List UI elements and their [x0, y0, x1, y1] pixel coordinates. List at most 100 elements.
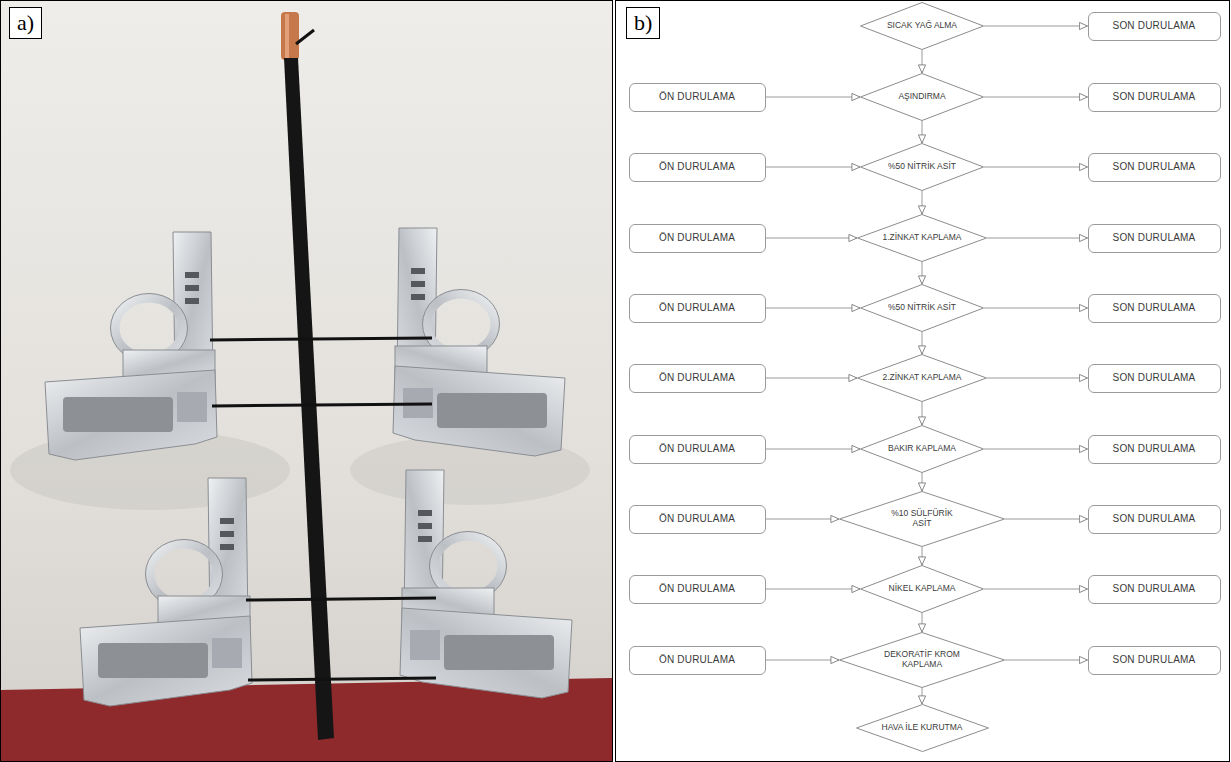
node-text: ÖN DURULAMA	[659, 232, 735, 244]
node-text: NİKEL KAPLAMA	[889, 584, 956, 594]
flow-arrow	[766, 519, 840, 520]
node-text: %50 NİTRİK ASİT	[888, 303, 956, 313]
node-text: AŞINDIRMA	[898, 92, 945, 102]
diamond-shape	[861, 426, 984, 473]
node-text: 1.ZİNKAT KAPLAMA	[882, 233, 961, 243]
process-box: ÖN DURULAMA	[629, 294, 766, 323]
flow-arrow	[984, 308, 1088, 309]
node-text: SON DURULAMA	[1113, 513, 1196, 525]
diamond-shape	[858, 355, 987, 402]
flow-arrow	[922, 50, 923, 73]
process-box: SON DURULAMA	[1088, 505, 1221, 534]
diamond-shape	[861, 566, 984, 613]
node-text: DEKORATİF KROM KAPLAMA	[881, 650, 963, 670]
decision-diamond: HAVA İLE KURUTMA	[856, 704, 989, 752]
node-text: SON DURULAMA	[1113, 232, 1196, 244]
process-box: ÖN DURULAMA	[629, 153, 766, 182]
panel-label: b)	[626, 7, 660, 39]
flow-arrow	[922, 547, 923, 565]
node-text: ÖN DURULAMA	[659, 372, 735, 384]
rack-rod	[284, 58, 334, 740]
decision-diamond: %50 NİTRİK ASİT	[860, 284, 984, 332]
flow-arrow	[1005, 660, 1088, 661]
node-text: SON DURULAMA	[1113, 161, 1196, 173]
process-box: SON DURULAMA	[1088, 364, 1221, 393]
decision-diamond: %10 SÜLFÜRİK ASİT	[839, 491, 1005, 547]
process-box: SON DURULAMA	[1088, 646, 1221, 675]
flow-arrow	[766, 378, 858, 379]
decision-diamond: AŞINDIRMA	[860, 73, 984, 121]
flow-arrow	[766, 660, 840, 661]
flow-arrow	[922, 262, 923, 284]
flow-arrow	[922, 613, 923, 632]
process-box: SON DURULAMA	[1088, 294, 1221, 323]
cable-tie	[210, 338, 432, 340]
node-text: 2.ZİNKAT KAPLAMA	[882, 373, 961, 383]
decision-diamond: BAKIR KAPLAMA	[860, 425, 984, 473]
diamond-shape	[861, 74, 984, 121]
process-box: SON DURULAMA	[1088, 575, 1221, 604]
process-box: ÖN DURULAMA	[629, 224, 766, 253]
node-text: ÖN DURULAMA	[659, 443, 735, 455]
decision-diamond: NİKEL KAPLAMA	[860, 565, 984, 613]
diamond-shape	[861, 285, 984, 332]
copper-highlight	[285, 14, 289, 58]
flow-arrow	[766, 308, 861, 309]
flow-arrow	[922, 191, 923, 214]
process-box: SON DURULAMA	[1088, 224, 1221, 253]
node-text: SON DURULAMA	[1113, 372, 1196, 384]
panel-border	[1, 1, 613, 762]
pistol-frame	[45, 232, 217, 460]
decision-diamond: %50 NİTRİK ASİT	[860, 143, 984, 191]
decision-diamond: 2.ZİNKAT KAPLAMA	[857, 354, 987, 402]
flow-arrow	[922, 473, 923, 491]
pistol-frame	[80, 478, 252, 706]
decision-diamond: 1.ZİNKAT KAPLAMA	[857, 214, 987, 262]
diamond-shape	[861, 144, 984, 191]
flow-arrow	[984, 589, 1088, 590]
node-text: ÖN DURULAMA	[659, 654, 735, 666]
flow-arrow	[1005, 519, 1088, 520]
copper-tip	[281, 12, 299, 60]
node-text: %50 NİTRİK ASİT	[888, 162, 956, 172]
node-text: ÖN DURULAMA	[659, 302, 735, 314]
process-box: ÖN DURULAMA	[629, 646, 766, 675]
diamond-shape	[840, 492, 1005, 547]
flow-arrow	[984, 449, 1088, 450]
diamond-shape	[840, 633, 1005, 688]
node-text: SICAK YAĞ ALMA	[887, 21, 957, 31]
diamond-shape	[861, 3, 984, 50]
flow-arrow	[922, 121, 923, 143]
flow-arrow	[766, 449, 861, 450]
decision-diamond: DEKORATİF KROM KAPLAMA	[839, 632, 1005, 688]
flow-arrow	[922, 402, 923, 425]
node-text: SON DURULAMA	[1113, 654, 1196, 666]
flow-arrow	[922, 688, 923, 704]
diamond-shape	[856, 705, 988, 752]
flow-arrow	[766, 589, 861, 590]
flow-arrow	[987, 378, 1088, 379]
flow-arrow	[922, 332, 923, 354]
node-text: ÖN DURULAMA	[659, 161, 735, 173]
cable-tie	[246, 598, 436, 600]
process-box: ÖN DURULAMA	[629, 83, 766, 112]
cable-tie	[212, 404, 432, 406]
decision-diamond: SICAK YAĞ ALMA	[860, 2, 984, 50]
flow-arrow	[984, 26, 1088, 27]
node-text: HAVA İLE KURUTMA	[882, 723, 963, 733]
process-box: ÖN DURULAMA	[629, 505, 766, 534]
node-text: BAKIR KAPLAMA	[888, 444, 956, 454]
node-text: SON DURULAMA	[1113, 583, 1196, 595]
flow-arrow	[984, 97, 1088, 98]
process-box: ÖN DURULAMA	[629, 575, 766, 604]
flow-arrow	[766, 97, 861, 98]
node-text: SON DURULAMA	[1113, 302, 1196, 314]
node-text: SON DURULAMA	[1113, 91, 1196, 103]
wall-background	[0, 0, 612, 762]
flow-arrow	[987, 238, 1088, 239]
pistol-frame	[400, 470, 572, 698]
process-box: ÖN DURULAMA	[629, 435, 766, 464]
flow-arrow	[984, 167, 1088, 168]
